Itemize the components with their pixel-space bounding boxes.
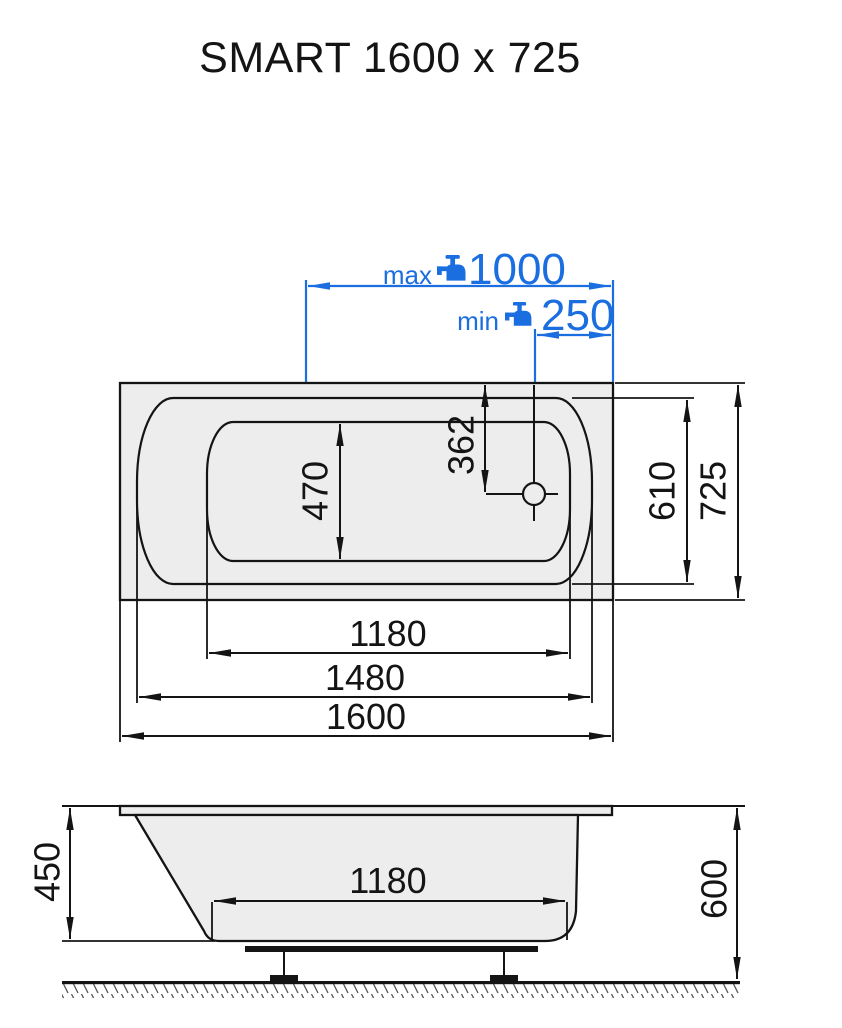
drain-symbol — [486, 385, 558, 521]
floor-length-value: 1180 — [349, 860, 426, 901]
inner-floor-width-value: 470 — [295, 461, 336, 521]
dimension-drain-offset: 362 — [441, 385, 489, 492]
dimension-floor-length: 1180 — [211, 860, 568, 940]
dimension-inner-depth: 450 — [27, 808, 74, 939]
foot-pad-right — [490, 975, 518, 981]
ground-line — [62, 981, 740, 985]
ground-hatch — [62, 984, 740, 998]
dimension-tap-min: min 250 — [457, 291, 614, 382]
dimension-inner-floor-width: 470 — [295, 424, 344, 559]
dimension-inner-floor-length: 1180 — [209, 613, 568, 657]
rim-opening-width-value: 610 — [642, 461, 683, 521]
tap-min-value: 250 — [541, 291, 614, 340]
dimension-overall-height: 600 — [694, 808, 741, 979]
dimension-tap-max: max 1000 — [304, 245, 615, 382]
side-view: 450 1180 600 — [27, 804, 745, 998]
inner-depth-value: 450 — [27, 842, 68, 902]
rim-opening-length-value: 1480 — [325, 657, 405, 698]
faucet-icon — [437, 255, 466, 281]
tap-max-label: max — [383, 260, 432, 290]
tap-max-value: 1000 — [468, 245, 566, 294]
dimension-overall-length: 1600 — [122, 696, 611, 740]
foot-pad-left — [270, 975, 298, 981]
dimension-rim-opening-length: 1480 — [139, 657, 590, 701]
drawing-title: SMART 1600 x 725 — [199, 34, 581, 82]
top-view: max 1000 min 250 — [118, 245, 745, 742]
faucet-icon — [505, 302, 532, 326]
tub-deck — [118, 804, 614, 817]
drain-offset-value: 362 — [441, 415, 482, 475]
tub-body-profile — [133, 813, 580, 943]
support-rail — [245, 946, 538, 952]
inner-floor-length-value: 1180 — [349, 613, 426, 654]
overall-width-value: 725 — [693, 461, 734, 521]
overall-length-value: 1600 — [326, 696, 406, 737]
tap-min-label: min — [457, 306, 499, 336]
tub-floor-outline — [205, 420, 572, 563]
dimension-rim-opening-width: 610 — [572, 397, 694, 585]
overall-height-value: 600 — [694, 859, 735, 919]
dimension-overall-width: 725 — [615, 382, 745, 601]
